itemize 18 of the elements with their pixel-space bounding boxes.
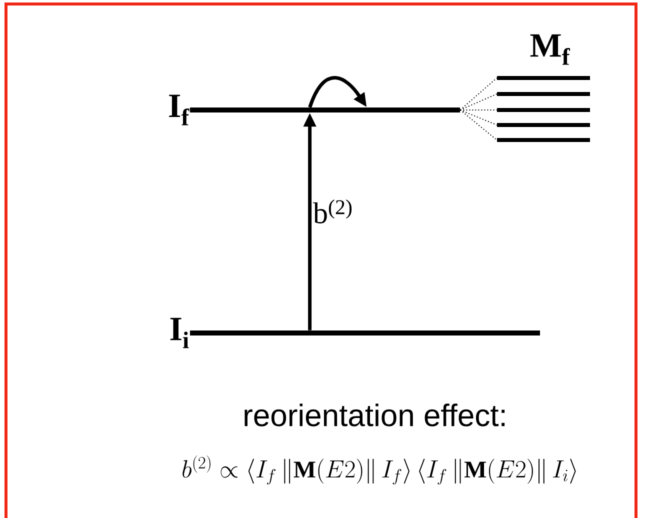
dotted-line xyxy=(460,109,498,126)
dotted-line xyxy=(460,109,498,140)
node-label: I$_{f}$ xyxy=(169,94,190,126)
energy-level xyxy=(497,92,590,96)
energy-level xyxy=(497,123,590,127)
edge-label: b$^{(2)}$ xyxy=(312,198,354,224)
energy-level: I$_{f}$ xyxy=(169,94,460,126)
energy-level xyxy=(497,138,590,142)
energy-level: I$_{i}$ xyxy=(170,318,540,348)
caption: reorientation effect: xyxy=(244,404,505,426)
energy-level xyxy=(497,108,590,112)
node-label: I$_{i}$ xyxy=(170,318,189,348)
level-label: M$_{f}$ xyxy=(530,34,570,65)
dotted-line xyxy=(460,78,498,110)
dotted-line xyxy=(460,93,498,110)
dotted-line xyxy=(460,109,498,110)
formula: $b^{(2)} \propto \left\langle I_f \left\| \mathbf{M}(E2) \right\| I_f \right\rangle \left\langle I_f \left\| \mathbf{M}(E2) \right\| I_i \right\rangle$ xyxy=(182,455,576,485)
energy-level xyxy=(497,76,590,80)
